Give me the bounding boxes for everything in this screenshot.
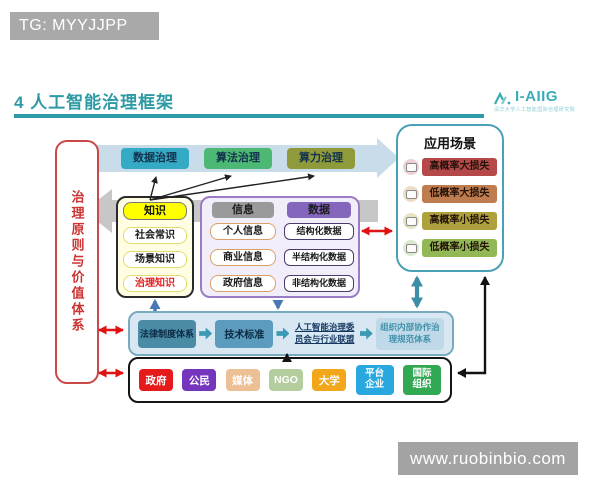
top-governance-box: 算力治理: [287, 148, 355, 169]
scenario-row: 高概率小损失: [403, 212, 497, 230]
governance-step-line: 法律制度体系: [139, 329, 194, 339]
governance-step: 技术标准: [215, 319, 274, 348]
governance-flow-row: 法律制度体系技术标准人工智能治理委员会与行业联盟组织内部协作治理规范体系: [128, 311, 454, 356]
governance-step: 组织内部协作治理规范体系: [375, 317, 444, 350]
device-screen: [405, 162, 417, 172]
title-underline: [14, 114, 484, 118]
device-icon: [403, 159, 419, 175]
knowledge-column: 知识 社会常识场景知识治理知识: [116, 196, 194, 298]
top-governance-box: 数据治理: [121, 148, 189, 169]
device-screen: [405, 189, 417, 199]
governance-step-line: 理规范体系: [388, 333, 432, 344]
governance-step-line: 人工智能治理委: [294, 322, 355, 333]
top-governance-row: 数据治理算法治理算力治理: [121, 148, 355, 169]
data-items: 结构化数据半结构化数据非结构化数据: [284, 223, 354, 292]
information-item: 个人信息: [210, 223, 276, 240]
stakeholder-label: 平台 企业: [365, 368, 385, 390]
application-scenarios-title: 应用场景: [423, 136, 476, 151]
website-watermark: www.ruobinbio.com: [398, 442, 578, 475]
stakeholder-box: 国际 组织: [402, 365, 441, 395]
stakeholder-box: 政府: [139, 369, 173, 391]
logo-triangle-icon: [494, 92, 511, 105]
information-data-column: 信息 数据 个人信息商业信息政府信息 结构化数据半结构化数据非结构化数据: [200, 196, 360, 298]
stakeholder-box: NGO: [268, 369, 303, 391]
governance-step: 人工智能治理委员会与行业联盟: [292, 317, 357, 350]
stakeholders-row: 政府公民媒体 NGO 大学平台 企业 国际 组织: [128, 357, 452, 403]
device-screen: [405, 243, 417, 253]
stakeholder-box: 公民: [182, 369, 217, 391]
institute-logo: I-AIIG 清华大学人工智能国际治理研究院: [494, 88, 594, 113]
information-header: 信息: [212, 202, 274, 218]
chevron-right-icon: [276, 327, 290, 340]
top-governance-box: 算法治理: [204, 148, 272, 169]
scenario-row: 低概率小损失: [403, 239, 497, 257]
data-header: 数据: [287, 202, 351, 218]
knowledge-item: 社会常识: [123, 227, 187, 244]
knowledge-header: 知识: [123, 202, 187, 220]
arrow-scenarios-stakeholders: [457, 276, 490, 378]
scenario-row: 低概率大损失: [403, 185, 497, 203]
information-item: 政府信息: [210, 275, 276, 292]
device-screen: [405, 216, 417, 226]
stakeholder-box: 媒体: [225, 369, 260, 391]
scenario-label: 高概率小损失: [422, 212, 497, 230]
governance-band-arrow-head: [377, 138, 399, 178]
device-icon: [403, 186, 419, 202]
stakeholder-box: 平台 企业: [355, 365, 394, 395]
governance-step-line: 员会与行业联盟: [294, 333, 355, 344]
data-item: 结构化数据: [284, 223, 354, 240]
top-watermark: TG: MYYJJPP: [10, 12, 159, 40]
application-scenarios-panel: 应用场景 高概率大损失低概率大损失高概率小损失低概率小损失: [396, 124, 504, 272]
knowledge-item: 场景知识: [123, 251, 187, 268]
stakeholder-label: 国际 组织: [412, 368, 432, 390]
device-icon: [403, 213, 419, 229]
stakeholder-box: 大学: [312, 369, 347, 391]
logo-subtitle: 清华大学人工智能国际治理研究院: [494, 107, 576, 113]
data-item: 非结构化数据: [284, 275, 354, 292]
information-items: 个人信息商业信息政府信息: [210, 223, 276, 292]
principles-pillar: 治理原则与价值体系: [55, 140, 99, 384]
chevron-right-icon: [199, 327, 213, 340]
scenario-label: 高概率大损失: [422, 158, 497, 176]
logo-text: I-AIIG: [515, 88, 558, 105]
principles-pillar-label: 治理原则与价值体系: [69, 190, 85, 334]
scenario-row: 高概率大损失: [403, 158, 497, 176]
governance-step-line: 技术标准: [224, 330, 265, 341]
scenario-label: 低概率大损失: [422, 185, 497, 203]
governance-step: 法律制度体系: [138, 319, 196, 348]
governance-step-line: 组织内部协作治: [380, 322, 440, 333]
device-icon: [403, 240, 419, 256]
knowledge-item: 治理知识: [123, 275, 187, 292]
slide-title: 4 人工智能治理框架: [14, 93, 175, 112]
information-item: 商业信息: [210, 249, 276, 266]
scenario-rows: 高概率大损失低概率大损失高概率小损失低概率小损失: [398, 152, 502, 257]
scenario-label: 低概率小损失: [422, 239, 497, 257]
data-item: 半结构化数据: [284, 249, 354, 266]
chevron-right-icon: [359, 327, 373, 340]
